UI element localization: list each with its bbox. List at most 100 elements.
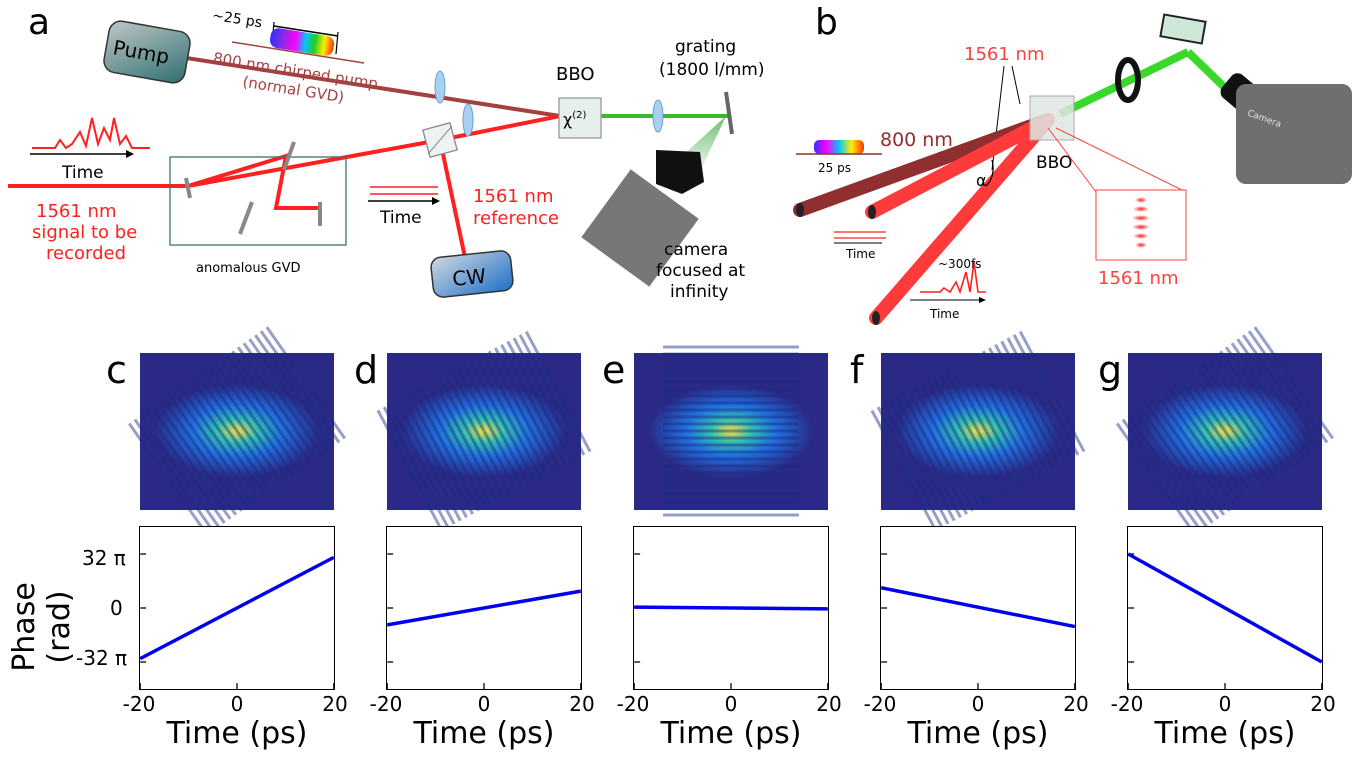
beam-end-1 bbox=[796, 203, 804, 217]
signal-to-bbo-beam bbox=[439, 114, 561, 142]
fringe-lines bbox=[376, 330, 592, 532]
x-axis-title: Time (ps) bbox=[907, 716, 1049, 751]
ytick-top: 32 π bbox=[82, 546, 126, 570]
time-arrow-ref-head bbox=[432, 197, 440, 205]
beam-end-3 bbox=[872, 311, 880, 325]
camera-body bbox=[581, 169, 699, 287]
cw-label: CW bbox=[451, 264, 487, 291]
pump-lens bbox=[434, 70, 446, 104]
phase-plot-g bbox=[1127, 526, 1323, 690]
pump-pulse-rainbow-b bbox=[814, 140, 864, 154]
heatmap-c bbox=[127, 326, 347, 536]
time-arrow-b2-head bbox=[979, 297, 986, 303]
phase-line bbox=[139, 555, 335, 661]
heatmap-envelope bbox=[649, 385, 813, 477]
fringe-pattern bbox=[1132, 197, 1150, 248]
signal-label-1: 1561 nm bbox=[36, 201, 116, 222]
x-tick-label: 0 bbox=[724, 692, 738, 716]
phase-plot-e bbox=[633, 526, 829, 690]
gvd-grating-1 bbox=[282, 141, 296, 171]
time-arrow-left-head bbox=[126, 150, 134, 158]
x-tick-label: 0 bbox=[230, 692, 244, 716]
grating-label-2: (1800 l/mm) bbox=[659, 60, 765, 80]
gvd-label: anomalous GVD bbox=[196, 261, 300, 276]
camera-label-1: camera bbox=[664, 240, 728, 260]
panel-e-label: e bbox=[602, 348, 626, 392]
x-tick-label: 20 bbox=[1310, 692, 1336, 716]
x-tick-label: 20 bbox=[816, 692, 842, 716]
signal-return-beam bbox=[187, 138, 441, 188]
phase-line bbox=[1127, 552, 1323, 664]
signal-label-2: signal to be bbox=[32, 222, 137, 243]
fringe-lines bbox=[127, 326, 347, 536]
beam-end-2 bbox=[868, 205, 876, 219]
signal-gvd-path bbox=[187, 153, 320, 210]
x-axis-title: Time (ps) bbox=[1154, 716, 1296, 751]
ytick-mid: 0 bbox=[110, 596, 123, 620]
camera-label-3: infinity bbox=[670, 282, 728, 302]
chirped-pulse-rainbow bbox=[269, 28, 335, 56]
x-tick-label: -20 bbox=[122, 692, 156, 716]
mirror-b bbox=[1159, 13, 1207, 45]
pump-beam bbox=[179, 55, 561, 118]
chi2-symbol: χ(2) bbox=[563, 110, 587, 129]
signal-beam-b1 bbox=[865, 113, 1055, 219]
x-tick-label: 0 bbox=[477, 692, 491, 716]
camera-b-body bbox=[1236, 84, 1352, 184]
panel-f-label: f bbox=[850, 348, 864, 392]
phase-plot-d bbox=[386, 526, 582, 690]
panel-b-label: b bbox=[815, 2, 838, 43]
grating-label-1: grating bbox=[675, 37, 736, 57]
wavelength-top-label: 1561 nm bbox=[964, 44, 1044, 65]
x-tick-label: -20 bbox=[863, 692, 897, 716]
reference-label-1: 1561 nm bbox=[473, 186, 553, 207]
pulse-width-bar bbox=[273, 25, 339, 37]
ytick-bottom: -32 π bbox=[76, 646, 128, 670]
heatmap-e bbox=[634, 345, 828, 517]
green-beam-b bbox=[1058, 48, 1190, 118]
x-tick-label: -20 bbox=[369, 692, 403, 716]
chirped-pulse-baseline bbox=[231, 41, 365, 64]
time-label-left: Time bbox=[61, 163, 104, 183]
reference-beam bbox=[438, 139, 468, 263]
signal-pulse-trace bbox=[32, 117, 150, 150]
panel-a-label: a bbox=[28, 2, 50, 43]
signal-beam-b2 bbox=[869, 113, 1055, 325]
pulse-width-label: ~25 ps bbox=[211, 8, 263, 32]
heatmap-envelope bbox=[1143, 385, 1307, 477]
lens-ring-b bbox=[1115, 57, 1141, 103]
short-pulse-label: ~300fs bbox=[938, 257, 981, 271]
phase-line bbox=[880, 586, 1076, 629]
heatmap-g bbox=[1115, 326, 1335, 536]
panel-b-diagram: b 1561 nm BBO α 800 nm 25 ps Time ~300fs… bbox=[793, 2, 1352, 325]
signal-label-3: recorded bbox=[46, 243, 126, 264]
x-tick-label: 20 bbox=[1063, 692, 1089, 716]
wl-pointer-2 bbox=[1011, 65, 1021, 105]
inset-pointer-2 bbox=[1055, 127, 1187, 193]
alpha-arc bbox=[985, 159, 994, 187]
alpha-label: α bbox=[976, 171, 987, 190]
gvd-box bbox=[169, 156, 347, 246]
time-label-ref: Time bbox=[379, 208, 422, 228]
reference-label-2: reference bbox=[473, 208, 559, 229]
x-axis-title: Time (ps) bbox=[660, 716, 802, 751]
x-tick-label: -20 bbox=[1110, 692, 1144, 716]
phase-plot-c bbox=[139, 526, 335, 690]
pump-width-b: 25 ps bbox=[818, 161, 851, 175]
panel-d-label: d bbox=[354, 348, 379, 392]
phase-line bbox=[386, 589, 582, 627]
time-label-b1: Time bbox=[845, 247, 875, 261]
bbo-crystal bbox=[558, 97, 602, 139]
phase-plot-f bbox=[880, 526, 1076, 690]
camera-label-2: focused at bbox=[656, 261, 745, 281]
heatmap-d bbox=[376, 330, 592, 532]
x-tick-label: 20 bbox=[569, 692, 595, 716]
y-axis-label: Phase (rad) bbox=[7, 582, 77, 672]
signal-lens bbox=[462, 103, 474, 137]
fringe-lines bbox=[1115, 326, 1335, 536]
x-tick-label: 20 bbox=[322, 692, 348, 716]
green-lens bbox=[652, 99, 664, 133]
x-axis-title: Time (ps) bbox=[166, 716, 308, 751]
grating bbox=[724, 91, 734, 135]
